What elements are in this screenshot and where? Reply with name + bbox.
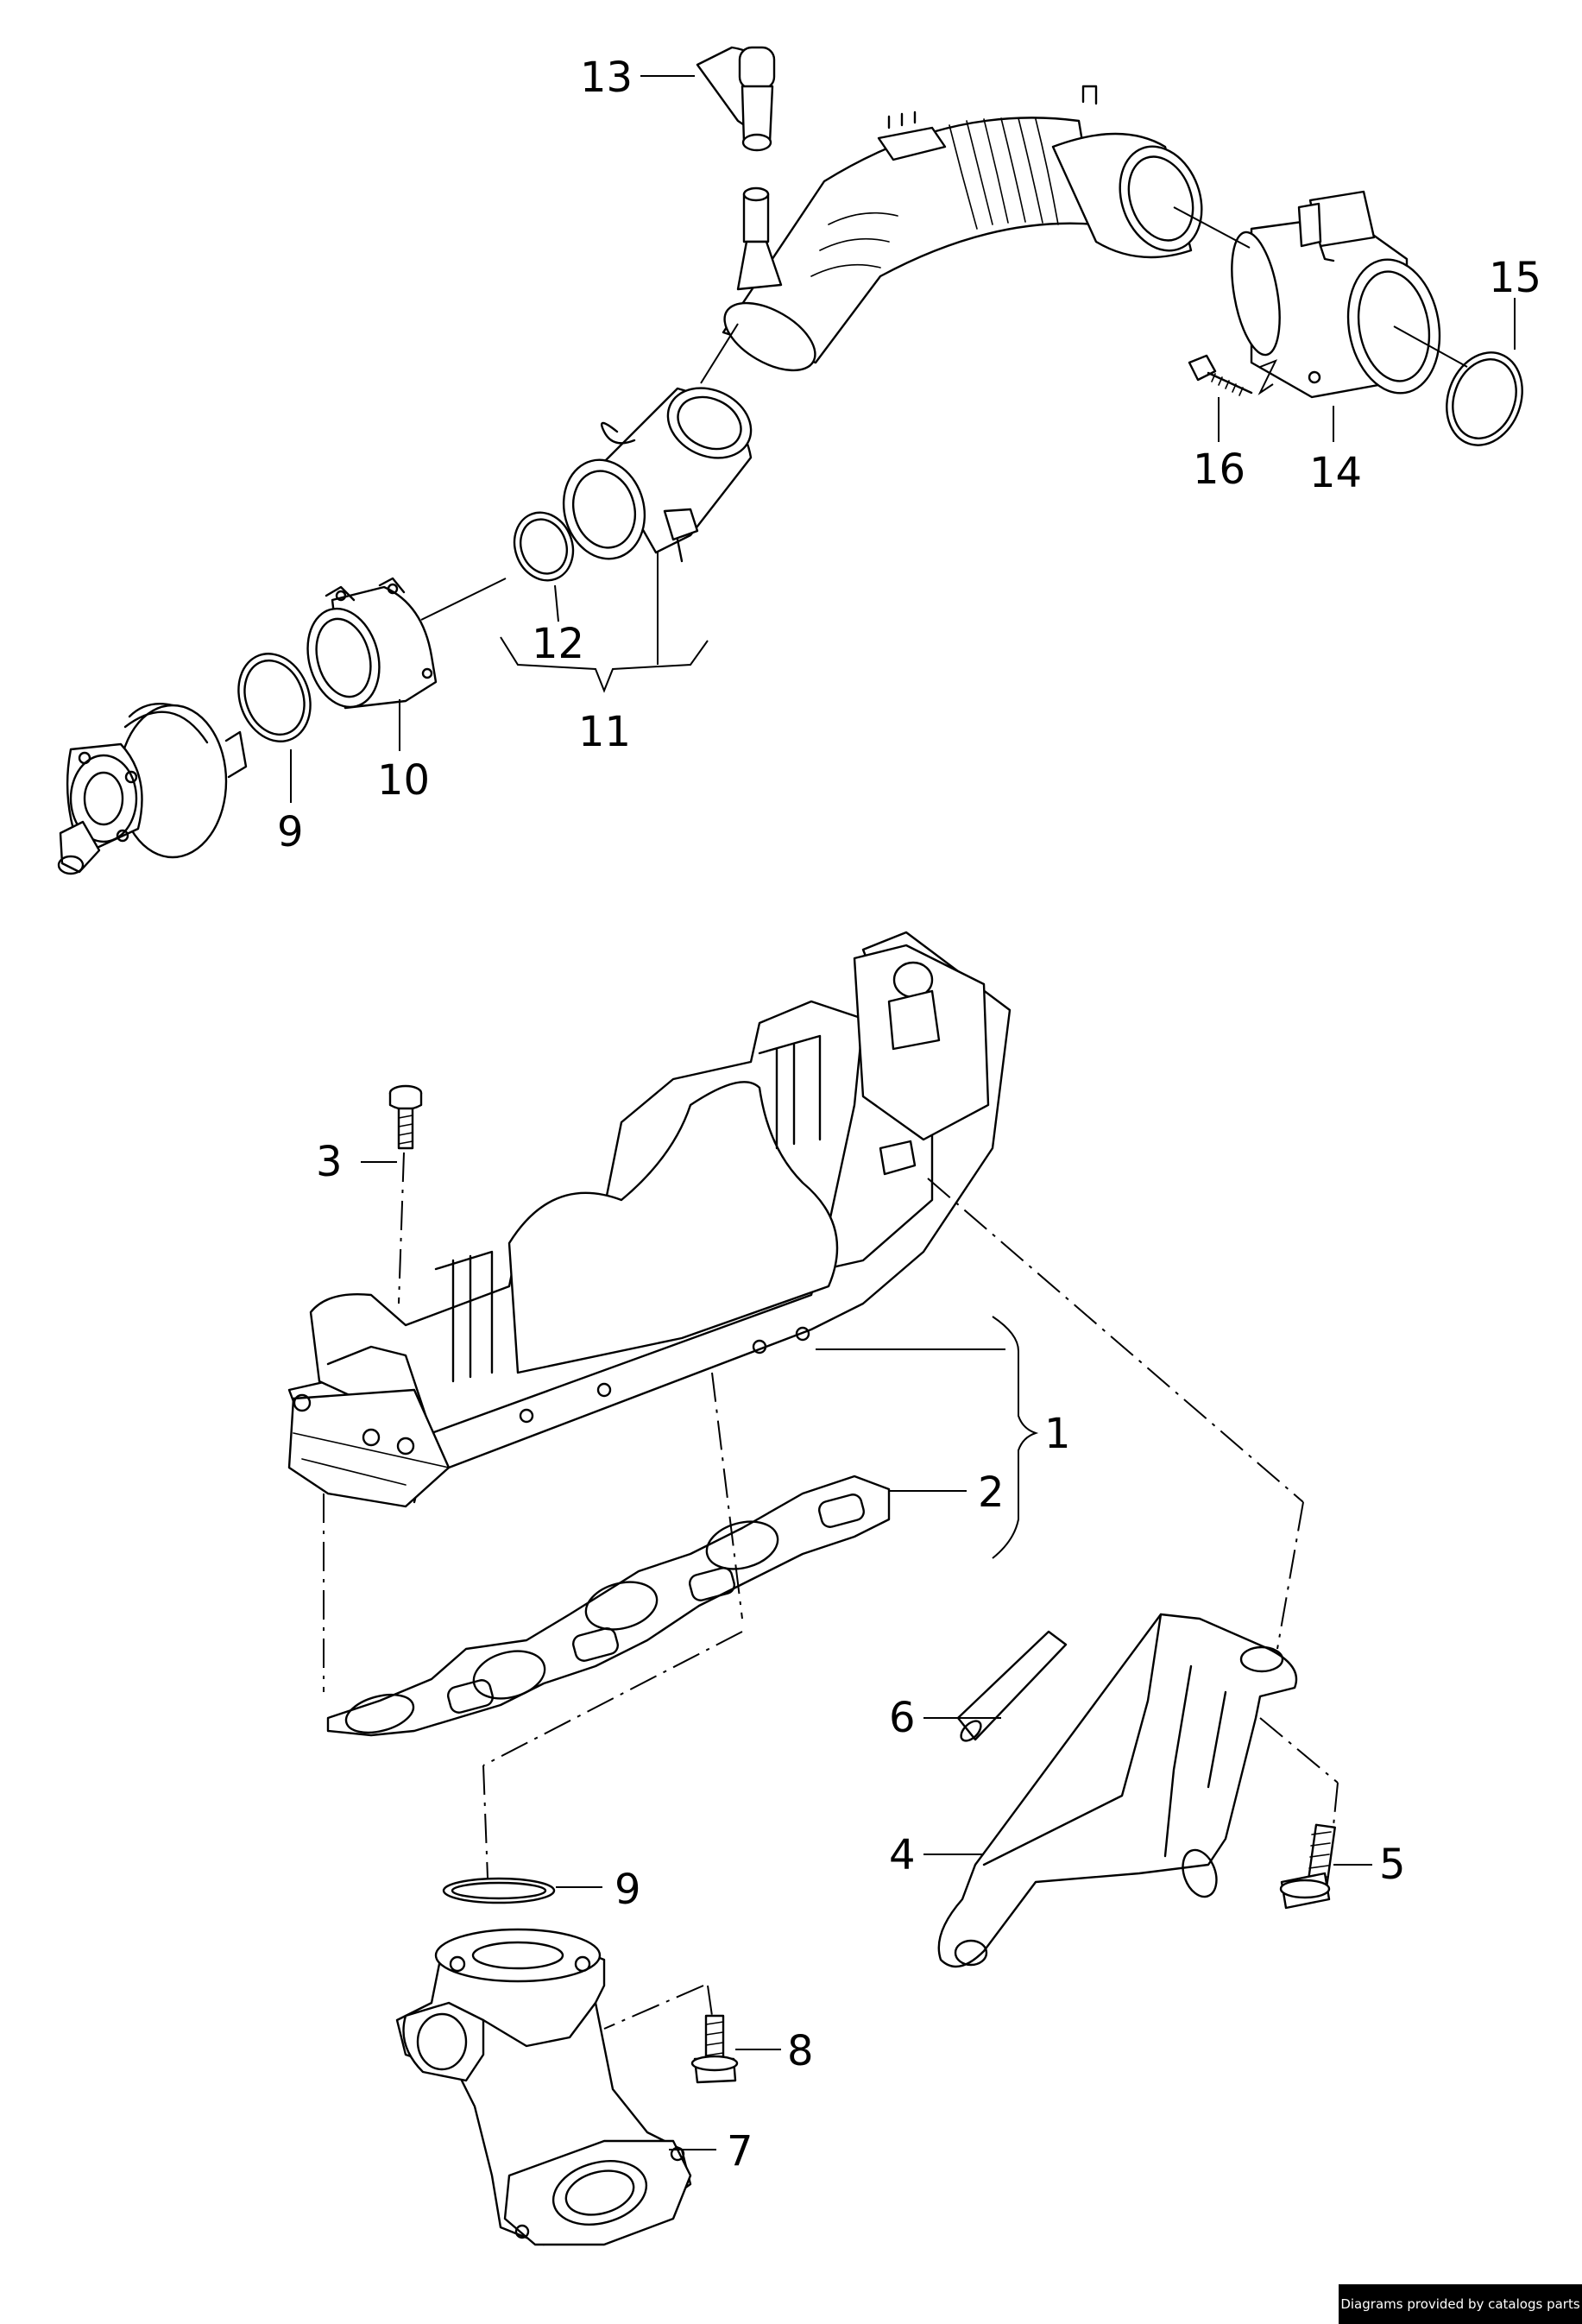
- callout-6: 6: [889, 1694, 916, 1742]
- intake-pipe-11: [562, 387, 753, 563]
- callout-9-upper: 9: [277, 808, 304, 856]
- o-ring-12: [513, 511, 575, 582]
- credit-watermark: Diagrams provided by catalogs parts: [1339, 2284, 1582, 2324]
- o-ring-9-upper: [237, 653, 312, 742]
- callout-numbers: 13 15 16 14 12 11 10 9 3 1 2 6 4 5 9 8 7: [277, 54, 1541, 2176]
- callout-3: 3: [316, 1138, 343, 1186]
- callout-9-lower: 9: [615, 1866, 641, 1914]
- callout-7: 7: [727, 2127, 753, 2176]
- bolt-8: [690, 2014, 739, 2084]
- upper-leader-lines: [420, 206, 1468, 621]
- callout-16: 16: [1193, 445, 1245, 494]
- bolt-5: [1279, 1823, 1336, 1910]
- bracket-4: [937, 1613, 1298, 1968]
- callout-1: 1: [1044, 1410, 1071, 1458]
- screw-16: [1188, 354, 1253, 396]
- callout-4: 4: [889, 1831, 916, 1879]
- callout-15: 15: [1489, 254, 1541, 302]
- callout-12: 12: [532, 620, 584, 668]
- intake-manifold-1: [287, 931, 1012, 1508]
- o-ring-15: [1446, 351, 1523, 446]
- turbocharger-housing: [57, 702, 248, 875]
- o-ring-9-lower: [442, 1877, 556, 1904]
- callout-11: 11: [578, 708, 631, 756]
- lower-leader-lines: [323, 1152, 1339, 2030]
- callout-13: 13: [580, 54, 633, 102]
- pressure-sensor-13: [696, 46, 783, 291]
- callout-2: 2: [978, 1468, 1005, 1517]
- spacer-sleeve-6: [956, 1630, 1068, 1742]
- gasket-2: [326, 1475, 891, 1737]
- callout-5: 5: [1379, 1841, 1406, 1889]
- callout-10: 10: [377, 756, 430, 805]
- connecting-pipe-7: [395, 1928, 692, 2246]
- air-mass-meter-14: [1231, 190, 1441, 399]
- callout-14: 14: [1309, 449, 1362, 497]
- callout-8: 8: [787, 2027, 814, 2075]
- bolt-3: [388, 1084, 423, 1150]
- flange-adapter-10: [306, 577, 438, 710]
- callout-leaders: [290, 75, 1516, 2150]
- charge-air-hose: [722, 85, 1203, 372]
